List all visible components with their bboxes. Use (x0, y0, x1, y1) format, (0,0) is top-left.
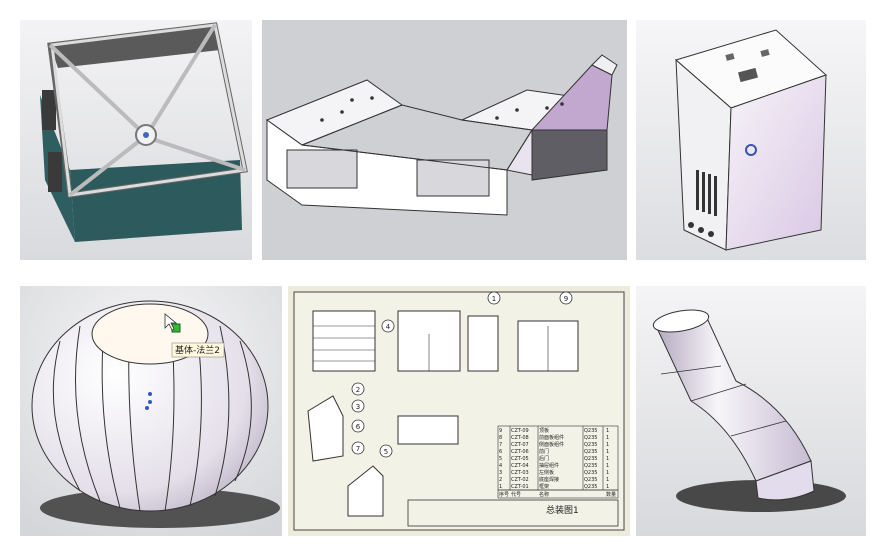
svg-text:CZT-01: CZT-01 (511, 484, 529, 490)
svg-text:5: 5 (499, 456, 502, 462)
svg-text:1: 1 (606, 456, 609, 462)
svg-text:1: 1 (606, 484, 609, 490)
svg-text:CZT-07: CZT-07 (511, 442, 529, 448)
bom-header: 名称 (539, 491, 549, 498)
elbow-pipe-model-icon (636, 286, 866, 536)
balloon: 5 (384, 448, 388, 456)
svg-text:CZT-04: CZT-04 (511, 463, 529, 469)
title-block-label: 总装图1 (546, 504, 579, 516)
electrical-enclosure-icon (636, 20, 866, 260)
svg-text:1: 1 (606, 477, 609, 483)
bom-header: 代号 (511, 491, 521, 498)
balloon: 2 (356, 386, 360, 394)
bom-cell: 顶板 (539, 427, 549, 434)
bom-header: 数量 (606, 491, 616, 498)
svg-text:Q235: Q235 (584, 463, 597, 469)
frame-box-viewport[interactable] (20, 20, 252, 260)
svg-text:CZT-05: CZT-05 (511, 456, 529, 462)
svg-text:8: 8 (499, 435, 502, 441)
elbow-viewport[interactable] (636, 286, 866, 536)
svg-text:抽屉组件: 抽屉组件 (539, 462, 559, 469)
bom-cell: 9 (499, 428, 502, 434)
svg-text:CZT-03: CZT-03 (511, 470, 529, 476)
svg-text:6: 6 (499, 449, 502, 455)
svg-text:1: 1 (606, 449, 609, 455)
svg-text:左侧板: 左侧板 (539, 469, 554, 476)
bom-cell: Q235 (584, 428, 597, 434)
svg-text:CZT-06: CZT-06 (511, 449, 529, 455)
bom-cell: CZT-09 (511, 428, 529, 434)
balloon: 4 (386, 323, 391, 331)
frame-box-model-icon (20, 20, 252, 260)
svg-text:3: 3 (499, 470, 502, 476)
svg-text:框架: 框架 (539, 483, 549, 490)
svg-text:Q235: Q235 (584, 470, 597, 476)
svg-text:7: 7 (499, 442, 502, 448)
assembly-drawing-viewport[interactable]: 4 1 9 2 3 6 7 5 9 CZT-09 顶板 Q235 1 8 CZT… (288, 286, 630, 536)
svg-text:4: 4 (499, 463, 502, 469)
svg-text:底座焊接: 底座焊接 (539, 476, 559, 483)
sheet-metal-bracket-icon (262, 20, 627, 260)
balloon: 7 (356, 445, 360, 453)
balloon: 6 (356, 423, 361, 431)
svg-text:1: 1 (606, 442, 609, 448)
bom-header: 序号 (499, 491, 509, 498)
balloon: 9 (564, 295, 568, 303)
svg-text:1: 1 (606, 463, 609, 469)
enclosure-viewport[interactable] (636, 20, 866, 260)
svg-text:侧面板组件: 侧面板组件 (539, 441, 564, 448)
assembly-drawing-icon: 4 1 9 2 3 6 7 5 9 CZT-09 顶板 Q235 1 8 CZT… (288, 286, 630, 536)
svg-text:前面板组件: 前面板组件 (539, 434, 564, 441)
balloon: 3 (356, 403, 360, 411)
dome-vent-model-icon: 基体-法兰2 (20, 286, 282, 536)
svg-text:Q235: Q235 (584, 477, 597, 483)
svg-text:Q235: Q235 (584, 484, 597, 490)
svg-text:前门: 前门 (539, 448, 549, 455)
svg-text:CZT-02: CZT-02 (511, 477, 529, 483)
svg-text:Q235: Q235 (584, 435, 597, 441)
bracket-viewport[interactable] (262, 20, 627, 260)
svg-text:1: 1 (606, 435, 609, 441)
bom-table (497, 425, 619, 491)
svg-text:1: 1 (499, 484, 502, 490)
svg-text:CZT-08: CZT-08 (511, 435, 529, 441)
balloon: 1 (492, 295, 496, 303)
bom-cell: 1 (606, 428, 609, 434)
dome-viewport[interactable]: 基体-法兰2 (20, 286, 282, 536)
svg-text:Q235: Q235 (584, 456, 597, 462)
svg-text:Q235: Q235 (584, 449, 597, 455)
svg-text:1: 1 (606, 470, 609, 476)
svg-text:2: 2 (499, 477, 502, 483)
feature-tooltip: 基体-法兰2 (175, 344, 220, 356)
svg-text:Q235: Q235 (584, 442, 597, 448)
svg-text:后门: 后门 (539, 455, 549, 462)
